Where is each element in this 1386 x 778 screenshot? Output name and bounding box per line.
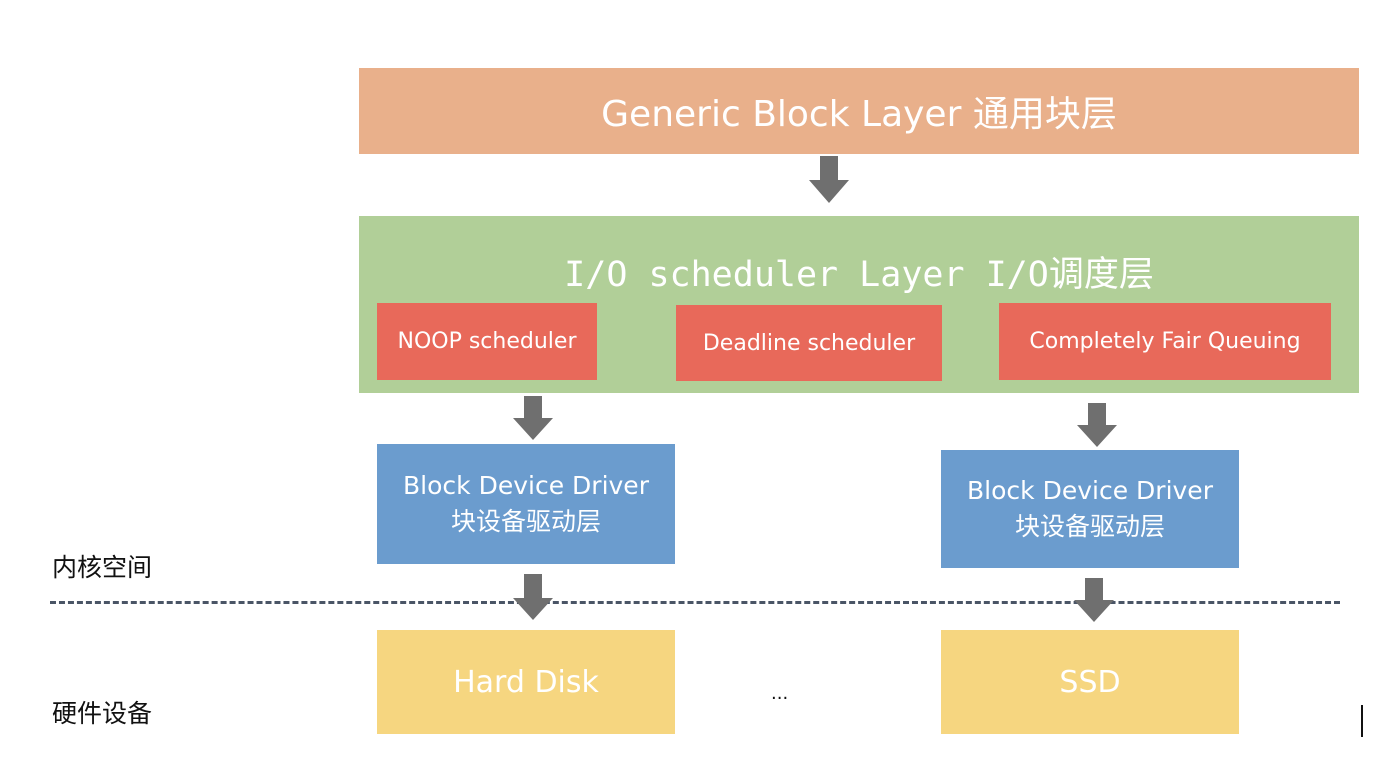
ellipsis: ...: [771, 683, 789, 704]
generic-block-layer: Generic Block Layer 通用块层: [359, 68, 1359, 154]
arrow-down-icon: [513, 396, 553, 440]
hardware-label: 硬件设备: [52, 699, 153, 728]
kernel-hardware-divider: [50, 601, 1340, 604]
io-scheduler-layer-label: I/O scheduler Layer I/O调度层: [564, 255, 1154, 295]
noop-scheduler-label: NOOP scheduler: [397, 329, 577, 354]
edge-mark: [1361, 705, 1363, 737]
noop-scheduler-box: NOOP scheduler: [377, 303, 597, 380]
arrow-shape: [809, 156, 849, 203]
generic-block-layer-label: Generic Block Layer 通用块层: [601, 94, 1117, 135]
hard-disk-label: Hard Disk: [453, 664, 599, 700]
cfq-scheduler-box: Completely Fair Queuing: [999, 303, 1331, 380]
ssd-label: SSD: [1059, 664, 1121, 700]
kernel-space-label: 内核空间: [52, 553, 153, 582]
arrow-down-icon: [1077, 403, 1117, 447]
driver-label-cn: 块设备驱动层: [1014, 512, 1165, 541]
arrow-shape: [1074, 578, 1114, 622]
cfq-scheduler-label: Completely Fair Queuing: [1029, 329, 1301, 354]
arrow-down-icon: [513, 574, 553, 620]
arrow-shape: [513, 396, 553, 440]
driver-label-en: Block Device Driver: [403, 471, 649, 500]
hard-disk-box: Hard Disk: [377, 630, 675, 734]
arrow-shape: [513, 574, 553, 620]
driver-label-cn: 块设备驱动层: [450, 507, 601, 536]
deadline-scheduler-label: Deadline scheduler: [702, 330, 916, 356]
ssd-box: SSD: [941, 630, 1239, 734]
arrow-shape: [1077, 403, 1117, 447]
arrow-down-icon: [809, 156, 849, 203]
deadline-scheduler-box: Deadline scheduler: [676, 305, 942, 381]
arrow-down-icon: [1074, 578, 1114, 622]
block-device-driver-right: Block Device Driver 块设备驱动层: [941, 450, 1239, 568]
block-device-driver-left: Block Device Driver 块设备驱动层: [377, 444, 675, 564]
driver-label-en: Block Device Driver: [967, 476, 1213, 505]
